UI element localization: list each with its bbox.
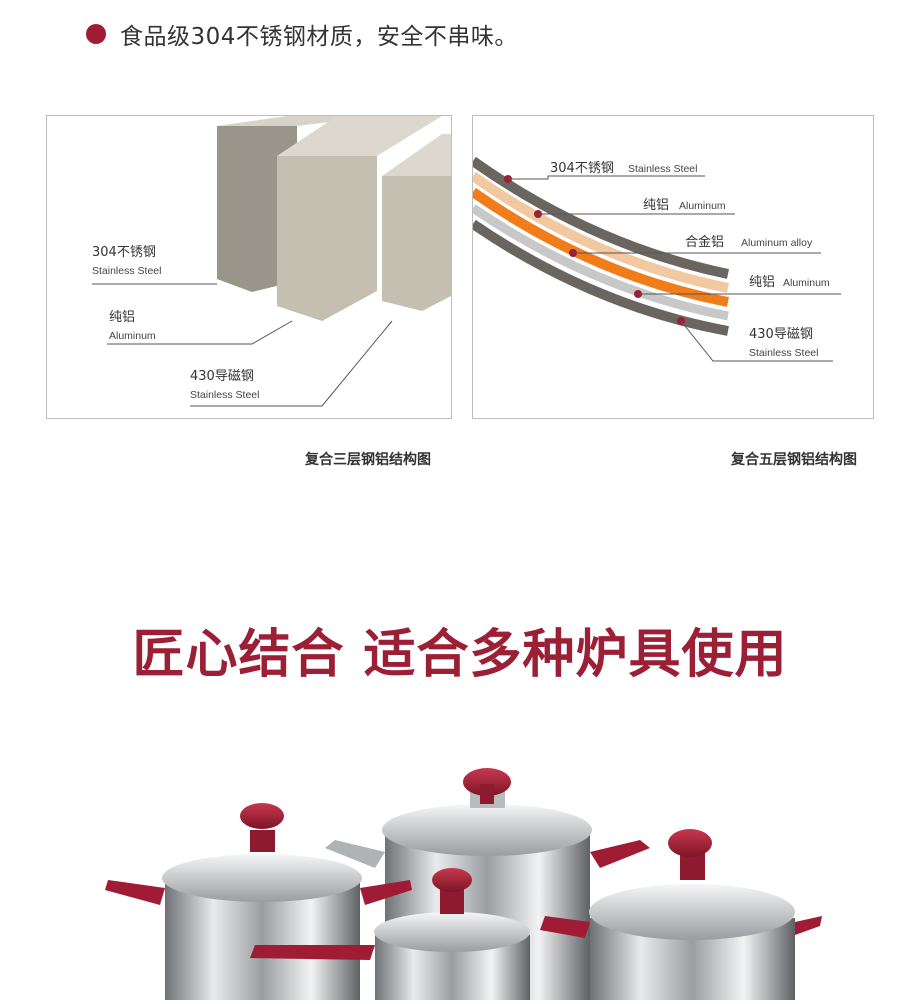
label-430-cn: 430导磁钢	[190, 369, 254, 384]
label-al-cn: 纯铝	[109, 310, 135, 325]
label5-alloy-cn: 合金铝	[685, 234, 724, 250]
feature-bullet: 食品级304不锈钢材质，安全不串味。	[86, 14, 518, 54]
label5-430-cn: 430导磁钢	[749, 327, 813, 342]
label5-al1-cn: 纯铝	[643, 198, 669, 213]
five-layer-diagram: 304不锈钢 Stainless Steel 纯铝 Aluminum 合金铝 A…	[472, 115, 874, 419]
label-304-cn: 304不锈钢	[92, 245, 156, 260]
label5-304-en: Stainless Steel	[628, 163, 697, 175]
label5-430-en: Stainless Steel	[749, 347, 818, 359]
caption-five-layer: 复合五层钢铝结构图	[731, 452, 857, 468]
headline: 匠心结合 适合多种炉具使用	[132, 625, 788, 685]
three-layer-diagram: 304不锈钢 Stainless Steel 纯铝 Aluminum 430导磁…	[46, 115, 452, 419]
label5-304-cn: 304不锈钢	[550, 161, 614, 176]
cookware-product-image	[0, 740, 920, 1000]
label5-al2-cn: 纯铝	[749, 275, 775, 290]
label-430-en: Stainless Steel	[190, 389, 259, 401]
feature-text: 食品级304不锈钢材质，安全不串味。	[120, 24, 518, 50]
label5-al1-en: Aluminum	[679, 200, 726, 212]
caption-three-layer: 复合三层钢铝结构图	[305, 452, 431, 468]
label5-al2-en: Aluminum	[783, 277, 830, 289]
label5-alloy-en: Aluminum alloy	[741, 237, 813, 249]
label-304-en: Stainless Steel	[92, 265, 161, 277]
label-al-en: Aluminum	[109, 330, 156, 342]
bullet-dot-icon	[86, 24, 106, 44]
